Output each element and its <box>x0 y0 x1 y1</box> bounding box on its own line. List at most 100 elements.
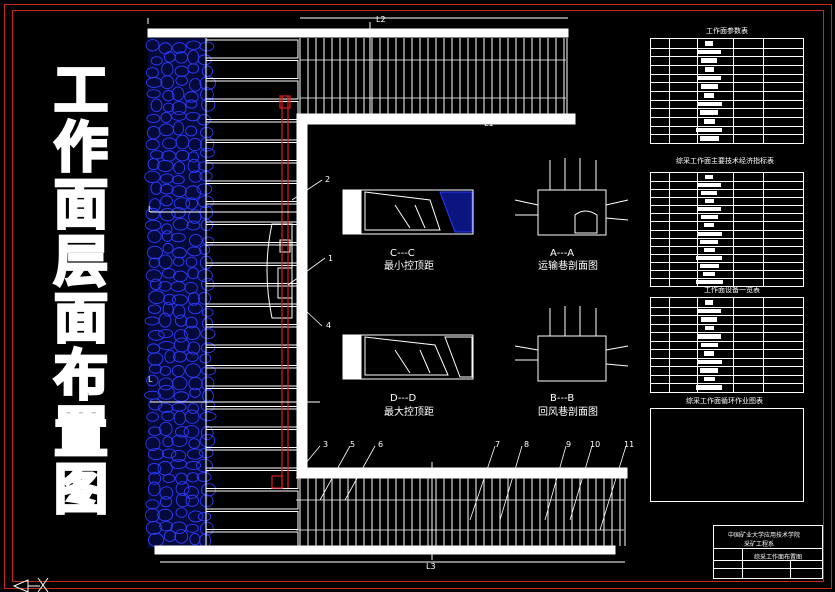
coal-stone <box>199 411 217 422</box>
coal-stone <box>158 312 172 328</box>
coal-stone <box>145 436 161 452</box>
table-cell-fill <box>697 334 721 339</box>
table-row-line <box>651 82 803 84</box>
section-cc-desc: 最小控顶距 <box>384 261 434 272</box>
table-cell-fill <box>696 359 722 365</box>
coal-stone <box>159 486 174 500</box>
coal-stone <box>197 511 212 522</box>
coal-stone <box>201 97 216 112</box>
callout-7: 7 <box>495 440 501 449</box>
section-bb <box>514 306 629 382</box>
title-char-4: 面 <box>53 287 110 350</box>
coal-stone <box>146 374 159 387</box>
hydraulic-support <box>205 470 299 489</box>
section-cc-name: C---C <box>390 248 415 259</box>
table-cell-fill <box>699 263 719 268</box>
coal-stone <box>147 448 165 461</box>
table-equipment <box>650 297 804 393</box>
table-cell-fill <box>704 199 714 204</box>
table-cell-fill <box>700 84 718 89</box>
coal-stone <box>146 245 163 260</box>
coal-stone <box>162 301 174 317</box>
table2-title: 综采工作面主要技术经济指标表 <box>676 157 774 165</box>
coal-stone <box>200 136 215 152</box>
table-cell-fill <box>704 67 714 72</box>
hydraulic-support <box>205 490 299 510</box>
hydraulic-support <box>205 142 299 161</box>
coal-stone <box>160 173 174 184</box>
hydraulic-support <box>205 429 299 448</box>
coal-stone <box>201 483 217 497</box>
table-row-line <box>651 117 803 118</box>
coal-stone <box>160 75 175 90</box>
dim-left-a: L <box>148 205 153 214</box>
table-col-line <box>697 39 698 143</box>
coal-stone <box>148 304 162 314</box>
coal-stone <box>173 329 188 343</box>
coal-stone <box>146 89 161 99</box>
outer-frame <box>4 4 832 589</box>
coal-stone <box>200 87 214 102</box>
table-col-line <box>697 173 698 286</box>
coal-stone <box>164 349 176 364</box>
coal-stone <box>150 98 163 113</box>
hydraulic-support <box>205 388 299 407</box>
working-face-line <box>296 113 628 479</box>
coal-seam-rubble <box>148 38 208 548</box>
coal-stone <box>175 426 189 438</box>
coal-stone <box>174 314 188 327</box>
table-col-line <box>669 298 670 392</box>
coal-stone <box>159 183 174 195</box>
coal-stone <box>173 197 191 210</box>
coal-stone <box>187 138 202 152</box>
table-cycle-chart <box>650 408 804 502</box>
title-char-2: 面 <box>53 173 110 236</box>
coal-stone <box>145 207 160 221</box>
table-cell-fill <box>705 300 713 305</box>
coal-stone <box>175 481 190 496</box>
coal-stone <box>185 494 199 507</box>
title-block-dept: 采矿工程系 <box>744 541 775 548</box>
coal-stone <box>199 353 212 364</box>
table-cell-fill <box>704 223 714 228</box>
section-bb-desc: 回风巷剖面图 <box>538 407 598 418</box>
table-row-line <box>651 261 803 263</box>
coal-stone <box>201 307 214 317</box>
coal-stone <box>185 197 198 210</box>
inner-frame <box>12 10 824 582</box>
coal-stone <box>199 434 216 448</box>
coal-stone <box>173 256 185 267</box>
coal-stone <box>150 150 164 160</box>
table-row-line <box>651 73 803 75</box>
coal-stone <box>187 63 200 74</box>
table-row-line <box>651 108 803 110</box>
coal-stone <box>185 460 202 470</box>
coal-stone <box>185 125 198 137</box>
coal-stone <box>145 499 160 510</box>
coal-stone <box>171 434 188 447</box>
table-col-line <box>763 173 764 286</box>
section-cut-lines <box>147 17 625 563</box>
table-row-line <box>651 374 803 376</box>
coal-stone <box>161 223 173 235</box>
coal-stone <box>159 520 173 532</box>
coal-stone <box>199 76 216 91</box>
callout-6: 6 <box>378 440 384 449</box>
hydraulic-support <box>205 162 299 182</box>
coal-stone <box>172 247 187 259</box>
table-cell-fill <box>701 191 717 196</box>
coal-stone <box>148 472 162 485</box>
coal-stone <box>187 403 199 414</box>
dim-bottom: L3 <box>426 562 436 571</box>
table-row-line <box>651 221 803 223</box>
coal-stone <box>197 291 211 305</box>
coal-stone <box>171 86 185 102</box>
coal-stone <box>160 195 173 207</box>
title-block: 中国矿业大学应用技术学院 采矿工程系 综采工作面布置图 <box>713 525 823 579</box>
coal-stone <box>146 113 161 124</box>
table-cell-fill <box>700 110 718 115</box>
hydraulic-support <box>205 367 299 387</box>
table-col-line <box>697 298 698 392</box>
table-cell-fill <box>696 255 722 260</box>
table-cell-fill <box>696 101 722 107</box>
